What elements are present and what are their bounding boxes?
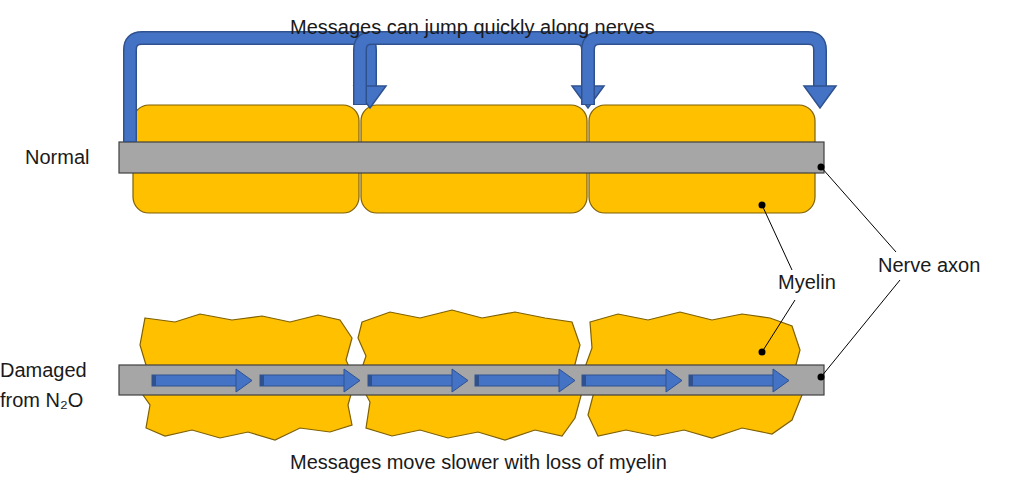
jump-arrow-outline (360, 38, 588, 105)
slow-arrow (582, 369, 682, 392)
panel-caption: Messages move slower with loss of myelin (290, 447, 710, 477)
slow-arrow (475, 369, 575, 392)
leader-dot (759, 202, 766, 209)
part-label: Nerve axon (878, 250, 1008, 280)
jump-arrow-outline (130, 38, 370, 142)
leader-line (762, 300, 795, 352)
jump-arrow-outline (588, 38, 820, 105)
part-label: Myelin (778, 267, 868, 297)
nerve-axon (119, 365, 824, 395)
jump-arrow (588, 38, 820, 104)
panel-heading: Messages can jump quickly along nerves (290, 12, 710, 42)
slow-arrow (689, 369, 789, 392)
panel-label: Normal (25, 142, 125, 172)
jump-arrow (130, 38, 370, 141)
panel-label: Damaged from N₂O (0, 355, 100, 415)
slow-arrow (368, 369, 468, 392)
leader-line (821, 280, 900, 377)
nerve-axon (119, 142, 824, 173)
leader-line (821, 167, 896, 252)
jump-arrows (130, 38, 836, 142)
damaged-myelin (138, 314, 355, 440)
leader-dot (759, 349, 766, 356)
slow-arrow (152, 369, 252, 392)
slow-arrows (152, 369, 789, 392)
slow-arrow (260, 369, 360, 392)
arrow-head (804, 86, 836, 108)
leader-dot (818, 164, 825, 171)
jump-arrow (360, 38, 588, 104)
leader-line (762, 205, 792, 270)
leader-dot (818, 374, 825, 381)
